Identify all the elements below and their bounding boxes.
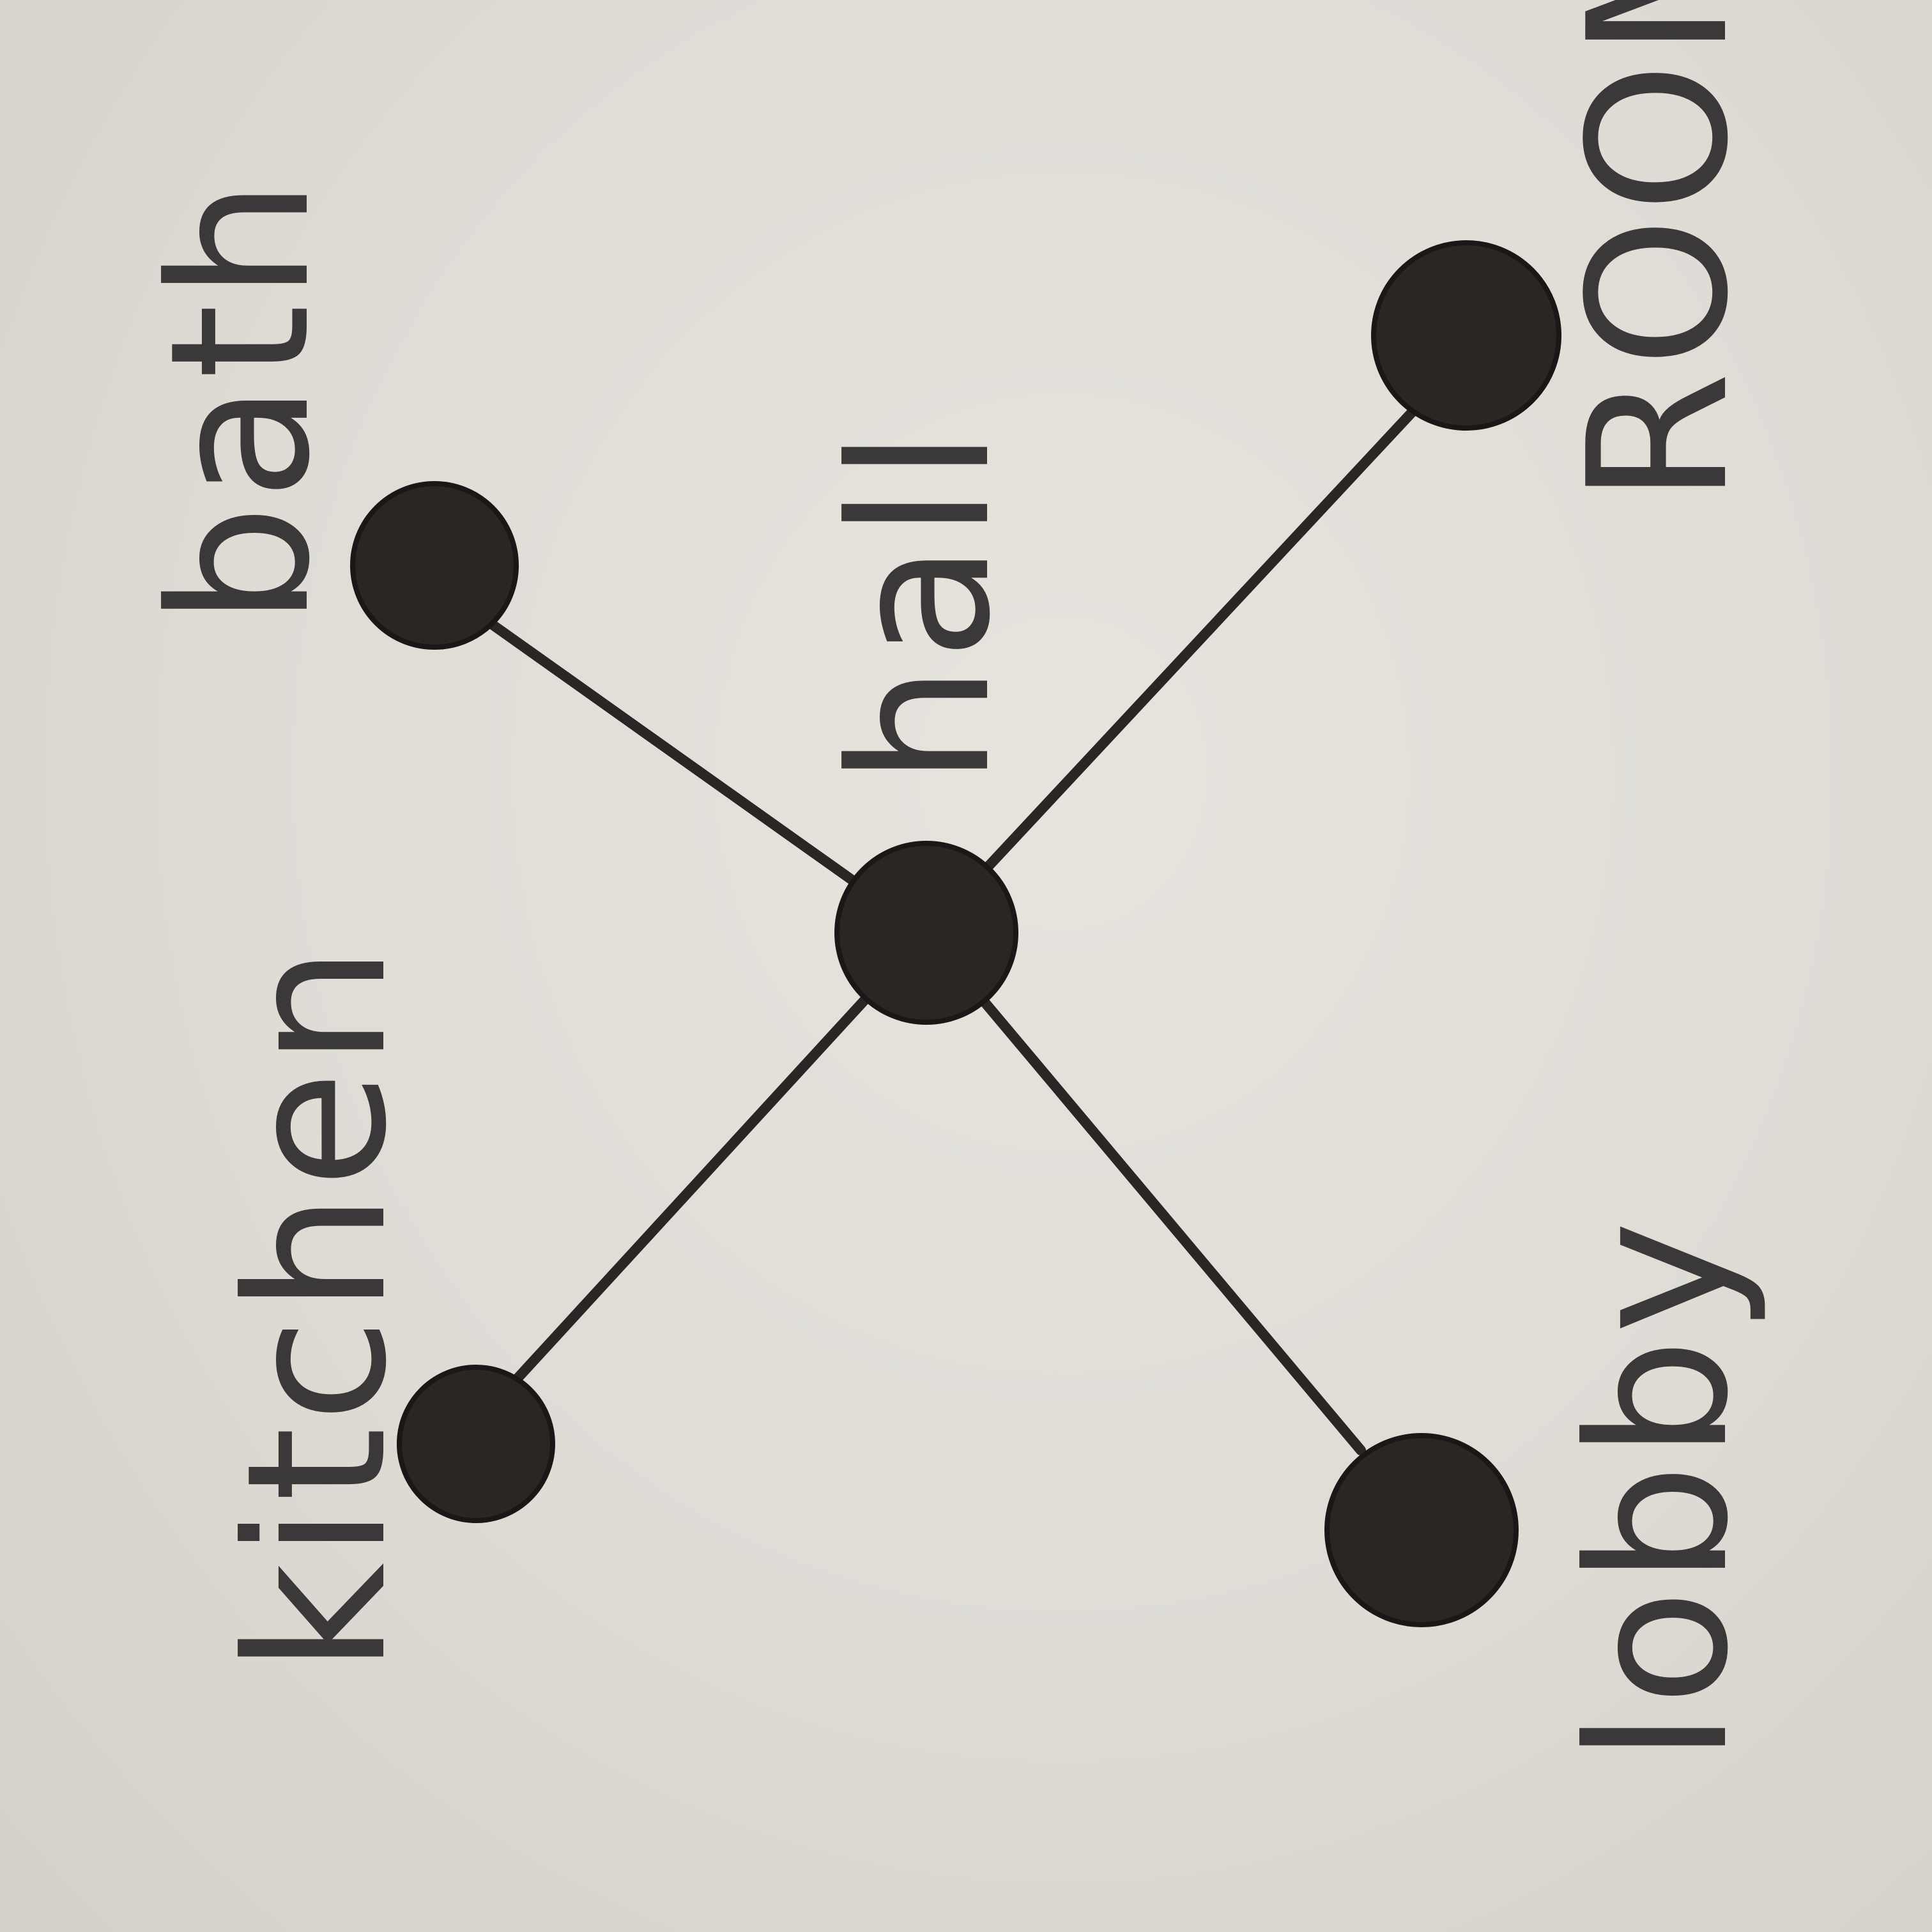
label-kitchen: kitchen [206,942,429,1675]
edge-hall-room [921,404,1420,938]
labels: bath ROOM kitchen lobby hall [129,0,1770,1763]
node-lobby [1324,1433,1519,1627]
nodes [350,240,1561,1627]
edge-hall-lobby [921,928,1366,1455]
node-bath [350,481,519,650]
label-hall: hall [809,425,1032,786]
edge-hall-kitchen [493,928,931,1404]
label-room: ROOM [1547,0,1770,505]
label-lobby: lobby [1547,1217,1770,1763]
label-bath: bath [129,175,352,626]
edges [480,404,1420,1455]
node-kitchen [397,1365,555,1523]
node-room [1371,240,1561,431]
node-hall [834,841,1018,1025]
